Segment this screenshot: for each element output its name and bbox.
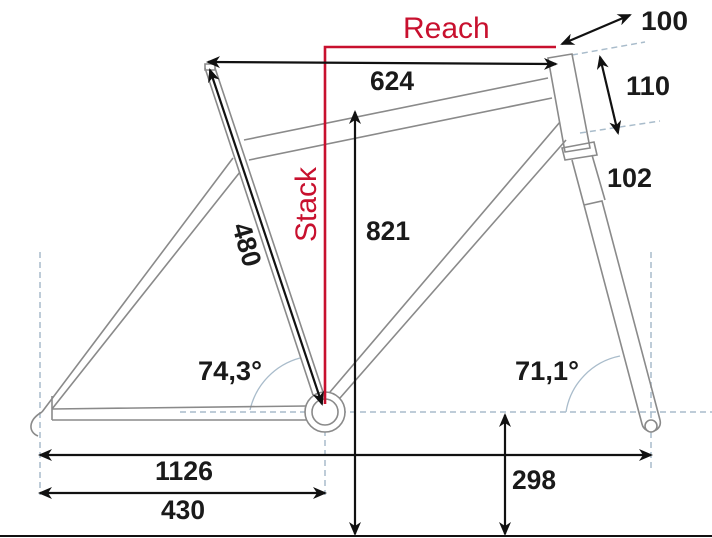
stack-reach-line xyxy=(323,45,556,404)
bb-height-value: 298 xyxy=(512,465,556,495)
top-tube-value: 624 xyxy=(370,66,414,96)
head-angle-arc xyxy=(565,355,621,413)
stack-value: 821 xyxy=(366,216,410,246)
stem-length-value: 100 xyxy=(641,6,688,36)
fork-value: 102 xyxy=(607,163,652,193)
wheelbase-value: 1126 xyxy=(155,456,213,486)
reach-label: Reach xyxy=(403,12,490,45)
head-tube-value: 110 xyxy=(626,71,670,101)
head-angle-value: 71,1° xyxy=(515,356,579,386)
dimension-lines xyxy=(38,13,653,536)
seat-tube-value: 480 xyxy=(226,219,267,270)
stack-label: Stack xyxy=(290,166,323,242)
chainstay-value: 430 xyxy=(161,495,205,525)
seat-angle-value: 74,3° xyxy=(198,356,262,386)
guide-lines xyxy=(39,41,712,495)
